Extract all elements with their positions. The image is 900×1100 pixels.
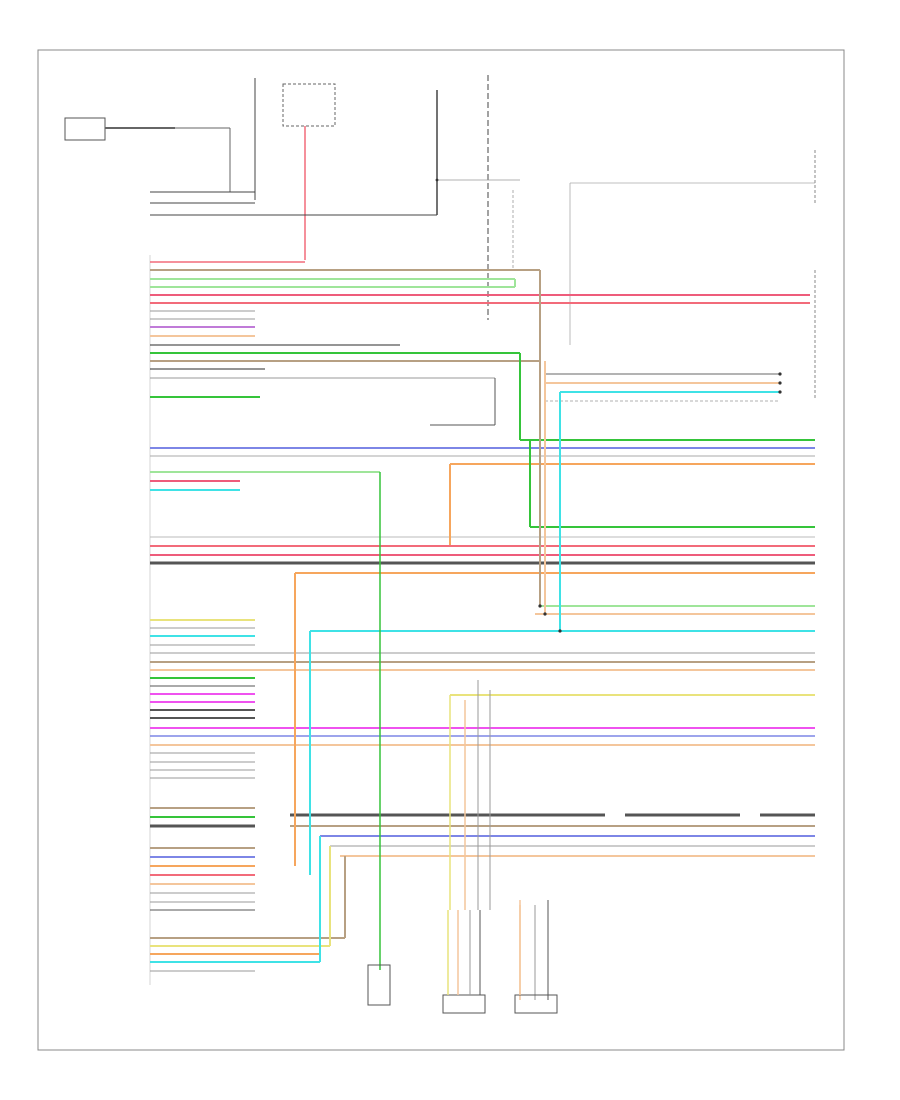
- antenna-leads: [150, 75, 520, 320]
- wires: [150, 261, 815, 972]
- splice-points: [435, 178, 782, 633]
- bottom-module: [367, 964, 391, 1006]
- left-front-tweeter: [514, 900, 558, 1014]
- vertical-wires: [294, 270, 561, 1000]
- fuse-component: [282, 83, 336, 260]
- top-left-component: [64, 117, 231, 192]
- top-right-connector: [569, 150, 816, 400]
- left-front-speaker: [442, 910, 486, 1014]
- diagram-frame: [37, 49, 845, 1051]
